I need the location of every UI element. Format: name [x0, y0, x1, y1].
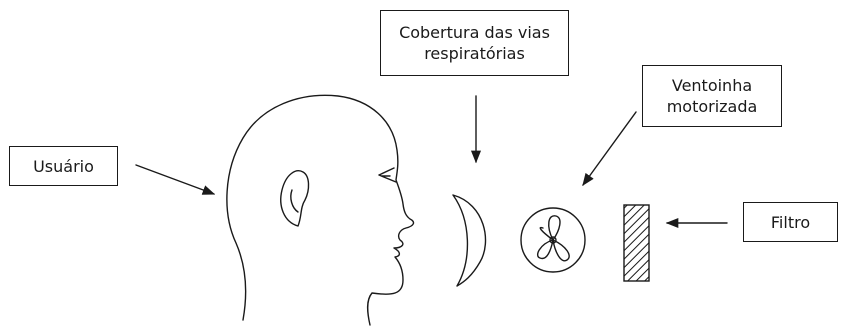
fan-icon	[520, 207, 586, 273]
label-usuario-text: Usuário	[33, 156, 94, 176]
arrow-icon	[582, 111, 637, 187]
label-ventoinha-line2: motorizada	[666, 97, 758, 116]
label-filtro-text: Filtro	[770, 212, 811, 232]
label-filtro: Filtro	[743, 202, 838, 242]
arrow-icon	[135, 164, 216, 195]
label-ventoinha: Ventoinha motorizada	[642, 65, 782, 127]
filter-icon	[623, 204, 650, 282]
label-cobertura: Cobertura das vias respiratórias	[380, 10, 569, 76]
label-cobertura-line2: respiratórias	[424, 44, 525, 63]
label-usuario: Usuário	[9, 146, 118, 186]
label-ventoinha-line1: Ventoinha	[671, 76, 753, 95]
head-icon	[226, 94, 415, 326]
face-cover-icon	[452, 194, 487, 287]
label-cobertura-line1: Cobertura das vias	[399, 23, 550, 42]
